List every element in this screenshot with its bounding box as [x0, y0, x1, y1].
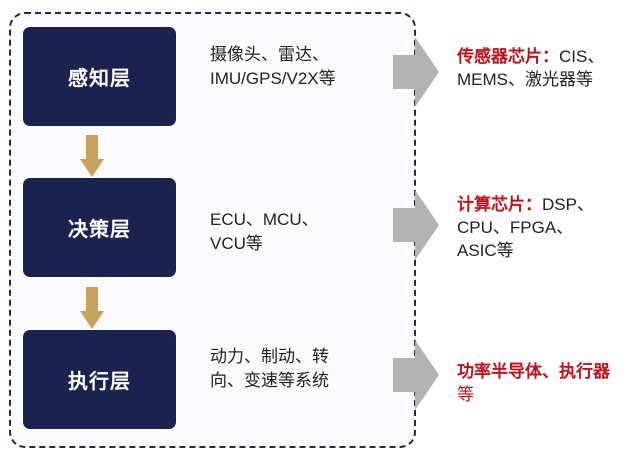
desc-perception: 摄像头、雷达、 IMU/GPS/V2X等 — [210, 43, 380, 91]
desc-decision-line1: ECU、MCU、 — [210, 210, 319, 229]
desc-decision-line2: VCU等 — [210, 234, 263, 253]
layer-box-execution: 执行层 — [23, 330, 176, 429]
down-arrow-icon — [80, 135, 104, 177]
chip-perception-title: 传感器芯片： — [457, 47, 559, 66]
desc-decision: ECU、MCU、 VCU等 — [210, 208, 380, 256]
layer-label-perception: 感知层 — [68, 68, 131, 90]
layer-box-perception: 感知层 — [23, 27, 176, 126]
chip-decision: 计算芯片：DSP、 CPU、FPGA、 ASIC等 — [457, 193, 637, 262]
right-arrow-icon — [393, 37, 439, 107]
chip-perception-line2: MEMS、激光器等 — [457, 70, 593, 89]
desc-perception-line1: 摄像头、雷达、 — [210, 45, 329, 64]
chip-decision-title: 计算芯片： — [457, 195, 542, 214]
desc-execution-line1: 动力、制动、转 — [210, 347, 329, 366]
chip-execution: 功率半导体、执行器 等 — [457, 360, 637, 406]
desc-execution: 动力、制动、转 向、变速等系统 — [210, 345, 380, 393]
chip-perception-rest: CIS、 — [559, 47, 605, 66]
layer-label-decision: 决策层 — [68, 219, 131, 241]
right-arrow-icon — [393, 340, 439, 410]
layer-label-execution: 执行层 — [68, 371, 131, 393]
down-arrow-icon — [80, 287, 104, 329]
desc-perception-line2: IMU/GPS/V2X等 — [210, 69, 336, 88]
layer-box-decision: 决策层 — [23, 178, 176, 277]
chip-decision-rest: DSP、 — [542, 195, 594, 214]
right-arrow-icon — [393, 190, 439, 260]
chip-execution-title: 功率半导体、执行器 — [457, 362, 610, 381]
desc-execution-line2: 向、变速等系统 — [210, 371, 329, 390]
chip-perception: 传感器芯片：CIS、 MEMS、激光器等 — [457, 45, 637, 91]
chip-execution-line2: 等 — [457, 385, 474, 404]
chip-decision-line3: ASIC等 — [457, 241, 514, 260]
chip-decision-line2: CPU、FPGA、 — [457, 218, 574, 237]
